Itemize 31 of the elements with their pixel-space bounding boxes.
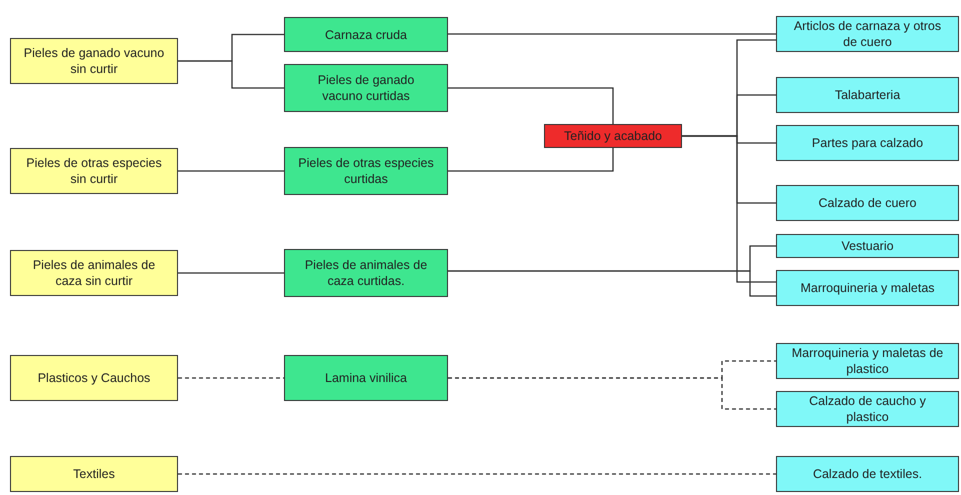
connector-line: [178, 60, 284, 89]
product-box: Calzado de caucho y plastico: [776, 391, 959, 427]
material-box: Lamina vinilica: [284, 355, 448, 401]
product-box: Calzado de textiles.: [776, 456, 959, 492]
input-box: Pieles de otras especies sin curtir: [10, 148, 178, 194]
connector-line: [178, 377, 284, 379]
connector-line: [178, 170, 284, 172]
material-box: Pieles de animales de caza curtidas.: [284, 249, 448, 297]
connector-line: [448, 270, 776, 297]
connector-line: [178, 473, 776, 475]
product-box: Marroquineria y maletas: [776, 270, 959, 306]
product-box: Partes para calzado: [776, 125, 959, 161]
connector-line: [682, 135, 776, 283]
product-box: Talabarteria: [776, 77, 959, 113]
connector-line: [448, 33, 776, 35]
product-box: Marroquineria y maletas de plastico: [776, 343, 959, 379]
product-box: Articlos de carnaza y otros de cuero: [776, 16, 959, 52]
input-box: Plasticos y Cauchos: [10, 355, 178, 401]
connector-line: [178, 272, 284, 274]
input-box: Pieles de ganado vacuno sin curtir: [10, 38, 178, 84]
material-box: Carnaza cruda: [284, 17, 448, 52]
product-box: Calzado de cuero: [776, 185, 959, 221]
material-box: Pieles de otras especies curtidas: [284, 147, 448, 195]
connector-line: [448, 377, 776, 410]
input-box: Pieles de animales de caza sin curtir: [10, 250, 178, 296]
process-box: Teñido y acabado: [544, 124, 682, 148]
product-box: Vestuario: [776, 234, 959, 258]
connector-line: [448, 87, 614, 124]
material-box: Pieles de ganado vacuno curtidas: [284, 64, 448, 112]
connector-line: [448, 148, 614, 172]
input-box: Textiles: [10, 456, 178, 492]
